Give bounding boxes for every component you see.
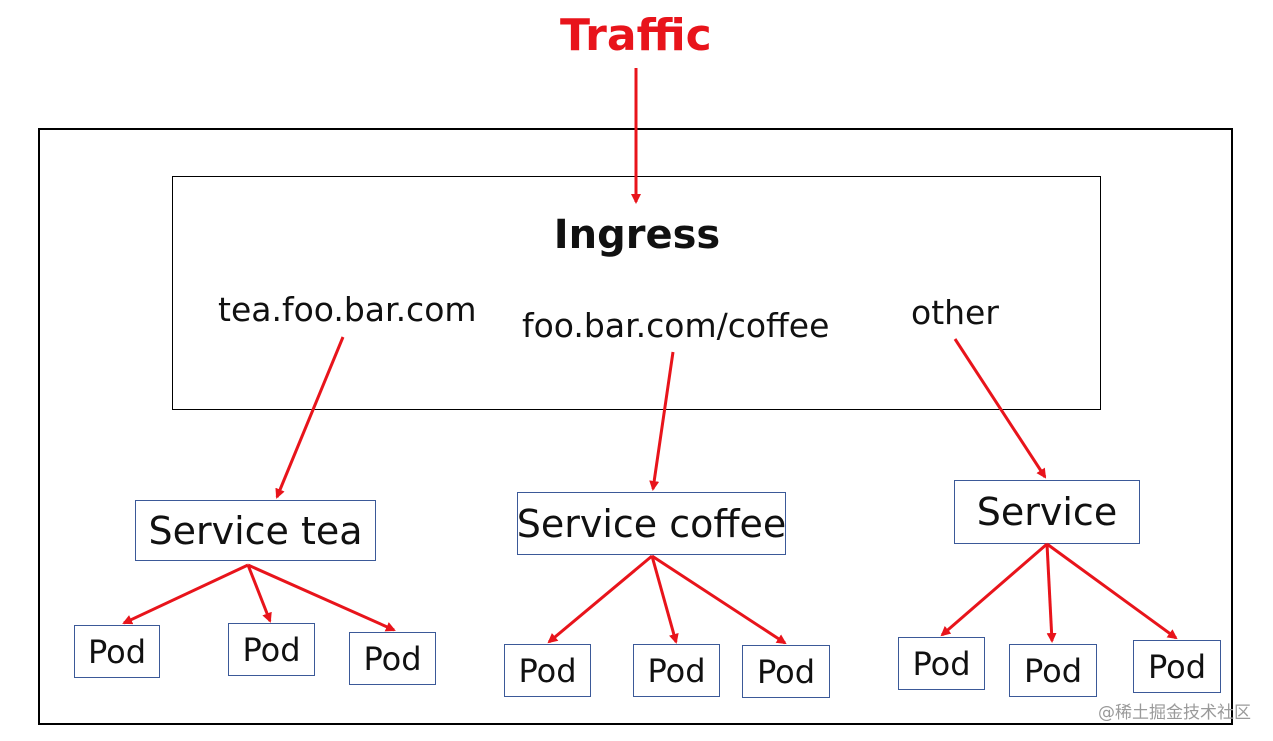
arrow-tea-pod-1 [122, 563, 249, 625]
pod-other-1: Pod [898, 637, 985, 690]
rule-tea-host: tea.foo.bar.com [218, 290, 477, 329]
arrow-other-pod-2 [1045, 543, 1057, 643]
pod-tea-3: Pod [349, 632, 436, 685]
pod-tea-2: Pod [228, 623, 315, 676]
rule-coffee-path: foo.bar.com/coffee [522, 306, 830, 345]
arrow-coffee-pod-2 [650, 555, 679, 644]
watermark-text: @稀土掘金技术社区 [1098, 703, 1251, 723]
service-tea-box: Service tea [135, 500, 376, 561]
pod-coffee-1: Pod [504, 644, 591, 697]
arrow-other-pod-3 [1046, 542, 1178, 640]
arrow-coffee-pod-3 [651, 554, 787, 645]
arrow-rule-other-to-service [953, 338, 1047, 479]
arrow-rule-coffee-to-service [649, 351, 675, 491]
service-other-box: Service [954, 480, 1140, 544]
arrow-coffee-pod-1 [547, 554, 653, 644]
arrow-tea-pod-2 [246, 564, 272, 623]
arrow-tea-pod-3 [247, 563, 396, 632]
arrow-other-pod-1 [940, 542, 1048, 637]
rule-other: other [911, 293, 999, 332]
pod-coffee-2: Pod [633, 644, 720, 697]
pod-other-2: Pod [1009, 644, 1097, 697]
ingress-label: Ingress [553, 212, 721, 258]
service-coffee-box: Service coffee [517, 492, 786, 555]
pod-tea-1: Pod [74, 625, 160, 678]
pod-coffee-3: Pod [742, 645, 830, 698]
arrow-rule-tea-to-service [275, 336, 345, 499]
pod-other-3: Pod [1133, 640, 1221, 693]
traffic-title: Traffic [560, 10, 712, 61]
